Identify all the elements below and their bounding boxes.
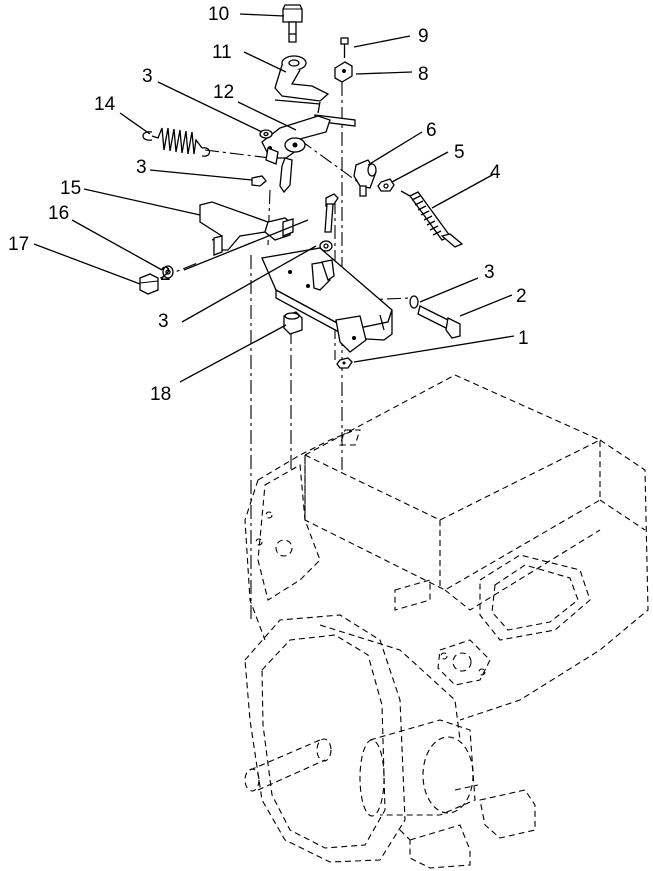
- part-3-washer-mid: [319, 240, 333, 252]
- callout-2: 2: [516, 286, 527, 307]
- part-14-spring: [142, 127, 211, 157]
- part-2-bolt-upper: [324, 193, 339, 233]
- part-2-bolt-right: [417, 305, 461, 339]
- callout-15: 15: [60, 178, 81, 199]
- part-4-rod: [400, 190, 464, 248]
- part-15-bracket: [199, 201, 294, 256]
- part-6-ball-joint: [353, 159, 377, 197]
- callout-6: 6: [426, 120, 437, 141]
- part-1-nut: [336, 357, 353, 369]
- callout-labels: 10 9 11 8 3 12 14 6 5 3 4 15 16 17 2 3 2…: [8, 4, 529, 405]
- callout-16: 16: [48, 203, 69, 224]
- callout-3: 3: [142, 66, 153, 87]
- mounting-plate: [261, 247, 393, 353]
- part-5-nut: [377, 178, 395, 192]
- callout-10: 10: [208, 4, 229, 25]
- callout-4: 4: [490, 162, 501, 183]
- part-10-bolt: [282, 4, 303, 43]
- callout-12: 12: [213, 82, 234, 103]
- callout-18: 18: [150, 384, 171, 405]
- part-3-nut-left: [251, 175, 267, 187]
- engine-assembly: [244, 374, 649, 869]
- callout-5: 5: [454, 142, 465, 163]
- part-3-washer-upper: [259, 129, 273, 139]
- callout-3: 3: [484, 262, 495, 283]
- callout-1: 1: [518, 328, 529, 349]
- callout-2: 2: [160, 264, 171, 285]
- callout-9: 9: [418, 26, 429, 47]
- part-8-clip: [334, 61, 353, 83]
- callout-14: 14: [94, 94, 116, 115]
- callout-8: 8: [418, 64, 429, 85]
- callout-11: 11: [212, 42, 232, 63]
- part-9-screw: [340, 37, 349, 58]
- part-12-throttle-plate: [261, 115, 331, 194]
- callout-3: 3: [136, 157, 147, 178]
- part-17-flange-nut: [139, 273, 159, 295]
- leader-lines: [33, 13, 515, 383]
- part-16-washer: [162, 265, 174, 279]
- part-3-washer-right: [409, 295, 419, 309]
- callout-17: 17: [8, 234, 29, 255]
- part-18-spacer: [283, 311, 303, 335]
- callout-3: 3: [158, 311, 169, 332]
